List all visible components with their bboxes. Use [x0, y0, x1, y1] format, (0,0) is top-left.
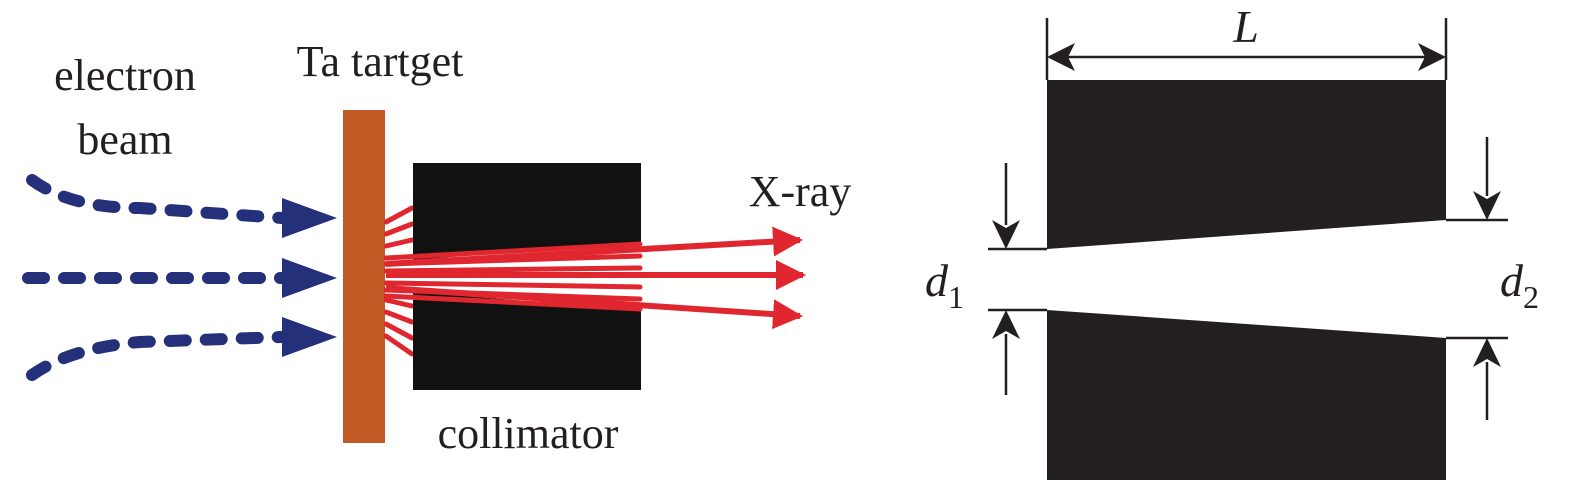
electron-beam-top [26, 174, 288, 224]
scattered-rays [383, 205, 415, 357]
collimator-upper-block [413, 163, 641, 260]
right-panel: L d1 d2 [925, 1, 1539, 480]
d1-dimension [988, 163, 1047, 395]
electron-beam [22, 174, 288, 381]
electron-arrowhead-top [282, 198, 337, 238]
xray-label: X-ray [749, 167, 852, 216]
electron-arrowhead-bottom [282, 317, 337, 357]
xray-arrows [385, 226, 806, 330]
cross-section-lower-block [1047, 310, 1446, 480]
collimator-lower-block [413, 292, 641, 390]
collimator-label: collimator [438, 409, 619, 458]
target-label: Ta tartget [297, 37, 464, 86]
d2-dimension [1446, 137, 1508, 420]
electron-arrowhead-middle [282, 258, 337, 298]
length-label: L [1232, 1, 1259, 52]
left-panel: electron beam Ta tartget X-ray collimato… [22, 37, 852, 458]
d1-label: d1 [925, 255, 964, 315]
d2-label: d2 [1500, 255, 1539, 315]
ta-target [343, 110, 385, 443]
length-dimension [1045, 18, 1448, 80]
electron-beam-label-line2: beam [77, 115, 172, 164]
xray-arrow-top [385, 226, 803, 267]
electron-beam-label-line1: electron [54, 51, 196, 100]
electron-beam-bottom [26, 331, 288, 381]
xray-arrow-bottom [385, 285, 803, 330]
electron-beam-arrowheads [282, 198, 337, 357]
cross-section-upper-block [1047, 80, 1446, 249]
